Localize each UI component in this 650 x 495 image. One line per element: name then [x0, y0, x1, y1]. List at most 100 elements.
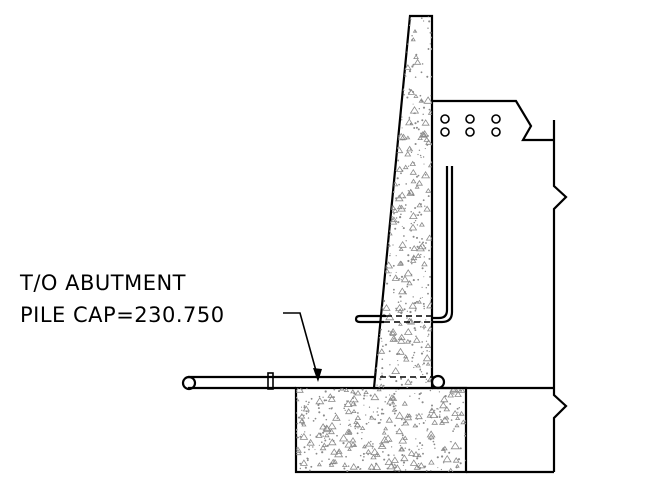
concrete-speck [317, 407, 320, 410]
concrete-speck [399, 444, 402, 447]
concrete-speck [338, 390, 340, 393]
concrete-speck [424, 420, 427, 422]
concrete-speck [363, 404, 365, 406]
concrete-speck [383, 123, 391, 129]
concrete-speck [332, 396, 335, 399]
concrete-speck [393, 454, 395, 456]
concrete-speck [457, 458, 461, 461]
dowel-bar-inner [432, 166, 454, 324]
concrete-speck [427, 292, 429, 295]
concrete-speck [391, 104, 400, 111]
concrete-speck [395, 303, 405, 312]
concrete-speck [408, 70, 412, 73]
concrete-speck [416, 245, 419, 248]
concrete-speck [392, 405, 395, 408]
concrete-speck [419, 256, 421, 258]
concrete-speck [379, 147, 385, 153]
concrete-speck [389, 147, 391, 149]
concrete-speck [390, 446, 393, 448]
concrete-speck [396, 108, 399, 111]
concrete-speck [410, 229, 412, 232]
concrete-speck [357, 412, 359, 414]
concrete-speck [408, 92, 410, 94]
concrete-speck [409, 459, 418, 466]
concrete-speck [392, 97, 395, 100]
concrete-speck [414, 412, 423, 420]
concrete-speck [424, 270, 427, 273]
concrete-speck [391, 401, 394, 404]
concrete-speck [401, 119, 403, 121]
concrete-speck [420, 99, 423, 102]
concrete-speck [421, 119, 424, 122]
concrete-speck [374, 98, 376, 100]
concrete-speck [400, 213, 402, 216]
concrete-speck [420, 213, 423, 216]
concrete-speck [375, 254, 378, 257]
concrete-speck [395, 430, 397, 432]
concrete-speck [387, 171, 389, 173]
concrete-speck [374, 122, 376, 125]
concrete-speck [414, 364, 416, 367]
concrete-speck [430, 297, 432, 299]
concrete-speck [371, 448, 373, 450]
concrete-speck [380, 136, 383, 138]
concrete-speck [404, 32, 406, 34]
concrete-speck [441, 455, 444, 458]
concrete-speck [408, 116, 410, 118]
concrete-speck [464, 432, 466, 434]
concrete-speck [422, 241, 424, 244]
concrete-speck [343, 399, 353, 408]
concrete-speck [419, 466, 422, 470]
concrete-speck [357, 401, 359, 403]
concrete-speck [384, 52, 386, 55]
concrete-speck [408, 448, 411, 451]
concrete-speck [395, 165, 404, 172]
concrete-speck [382, 451, 384, 453]
concrete-speck [425, 319, 427, 321]
concrete-speck [381, 340, 383, 342]
concrete-speck [406, 280, 413, 286]
concrete-speck [418, 423, 421, 425]
concrete-speck [440, 468, 443, 471]
concrete-speck [383, 299, 386, 303]
concrete-speck [427, 284, 430, 286]
concrete-speck [400, 377, 403, 380]
concrete-speck [417, 214, 420, 217]
concrete-speck [378, 252, 380, 254]
concrete-speck [415, 126, 418, 129]
concrete-speck [375, 147, 385, 156]
concrete-speck [388, 128, 396, 134]
concrete-speck [415, 438, 417, 440]
concrete-speck [400, 300, 402, 302]
concrete-speck [387, 185, 393, 190]
concrete-speck [427, 195, 430, 198]
concrete-speck [404, 207, 406, 210]
concrete-speck [377, 407, 379, 409]
concrete-speck [324, 437, 326, 439]
concrete-speck [399, 133, 408, 140]
concrete-speck [418, 241, 421, 243]
concrete-speck [418, 98, 425, 103]
concrete-speck [396, 347, 405, 355]
concrete-speck [333, 388, 336, 391]
concrete-speck [398, 436, 408, 444]
concrete-speck [425, 139, 432, 145]
concrete-speck [415, 363, 421, 368]
concrete-speck [395, 409, 398, 412]
concrete-speck [422, 302, 425, 305]
concrete-speck [430, 321, 432, 323]
concrete-speck [404, 64, 412, 70]
concrete-speck [328, 463, 331, 466]
concrete-speck [363, 394, 366, 397]
concrete-speck [453, 428, 455, 430]
concrete-speck [366, 395, 368, 397]
concrete-speck [401, 225, 403, 227]
concrete-speck [370, 447, 380, 456]
concrete-speck [439, 401, 448, 409]
concrete-speck [389, 101, 392, 104]
callout-leader [283, 312, 319, 379]
concrete-speck [427, 27, 429, 29]
concrete-speck [308, 401, 310, 404]
concrete-speck [382, 304, 391, 311]
concrete-speck [428, 108, 431, 111]
